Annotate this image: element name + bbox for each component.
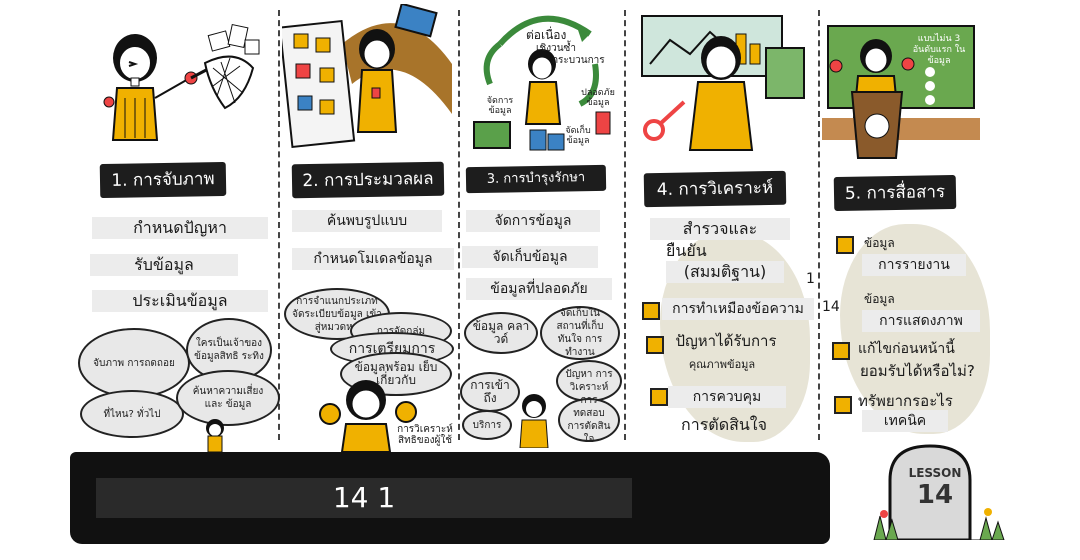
person-with-charts-illustration	[641, 15, 805, 151]
stage-title-communicate: 5. การสื่อสาร	[833, 174, 957, 212]
checkbox-icon	[642, 302, 660, 320]
item-fix-previous: แก้ไขก่อนหน้านี้	[858, 341, 955, 357]
speech-bubble: การเข้าถึง	[460, 372, 520, 412]
cycle-arrows-illustration	[473, 15, 611, 151]
item-define-problem: กำหนดปัญหา	[92, 217, 268, 239]
speech-bubble: ปัญหา การวิเคราะห์	[556, 360, 622, 402]
cycle-label-iterative: เชิงวนซ้ำ	[536, 43, 576, 54]
cycle-label-continuous: ต่อเนื่อง	[526, 28, 567, 42]
person-with-net-illustration	[103, 23, 260, 141]
small-person-illustration	[519, 394, 549, 448]
person-with-gloves-illustration	[319, 380, 417, 452]
stage-title-capture: 1. การจับภาพ	[99, 161, 227, 199]
speech-bubble: ค้นหาความเสี่ยงและ ข้อมูล	[176, 370, 280, 426]
item-reporting: การรายงาน	[862, 254, 966, 276]
item-secure-data: ข้อมูลที่ปลอดภัย	[466, 278, 612, 300]
column-divider	[278, 10, 280, 440]
item-text-mining: การทำเหมืองข้อความ	[662, 298, 814, 320]
item-acceptable: ยอมรับได้หรือไม่?	[860, 362, 975, 380]
caption-analysis-user-rights: การวิเคราะห์ สิทธิของผู้ใช้	[397, 424, 453, 446]
tombstone-line1: LESSON	[908, 466, 962, 480]
item-data-1: ข้อมูล	[864, 236, 895, 250]
stage-title-analyze: 4. การวิเคราะห์	[643, 170, 787, 208]
board-title: แบบไม่น 3 อันดับแรก ในข้อมูล	[912, 34, 966, 66]
side-label-manage: จัดการ ข้อมูล	[486, 96, 514, 116]
item-define-data-model: กำหนดโมเดลข้อมูล	[292, 248, 454, 270]
checkbox-icon	[646, 336, 664, 354]
person-with-board-illustration	[282, 4, 452, 149]
marker-14: 14	[822, 299, 840, 315]
item-confirm: ยืนยัน	[666, 241, 707, 260]
item-discover-patterns: ค้นพบรูปแบบ	[292, 210, 442, 232]
person-presenting-illustration	[822, 25, 980, 159]
checkbox-icon	[834, 396, 852, 414]
column-divider	[624, 10, 626, 440]
item-explore: สำรวจและ	[650, 218, 790, 240]
item-evaluate-data: ประเมินข้อมูล	[92, 290, 268, 312]
item-what-resources: ทรัพยากรอะไร	[858, 392, 953, 410]
item-hypothesis: (สมมติฐาน)	[666, 261, 784, 283]
speech-bubble: ที่ไหน? ทั่วไป	[80, 390, 184, 438]
column-divider	[458, 10, 460, 440]
stage-title-process: 2. การประมวลผล	[291, 161, 445, 199]
checkbox-icon	[650, 388, 668, 406]
item-decision: การตัดสินใจ	[681, 415, 767, 434]
speech-bubble: การทดสอบ การตัดสินใจ	[558, 395, 620, 445]
tombstone-line2: 14	[916, 480, 954, 510]
side-label-store: จัดเก็บ ข้อมูล	[565, 126, 591, 146]
item-control: การควบคุม	[668, 386, 786, 408]
checkbox-icon	[836, 236, 854, 254]
item-data-quality: คุณภาพข้อมูล	[688, 358, 756, 371]
speech-bubble: จับภาพ การถดถอย	[78, 328, 190, 398]
side-label-secure: ปลอดภัย ข้อมูล	[581, 88, 615, 108]
item-get-data: รับข้อมูล	[90, 254, 238, 276]
checkbox-icon	[832, 342, 850, 360]
marker-1: 1	[806, 271, 815, 287]
item-manage-data: จัดการข้อมูล	[466, 210, 600, 232]
bottom-label: 14 1	[96, 478, 632, 518]
item-technique: เทคนิค	[862, 410, 948, 432]
item-data-2: ข้อมูล	[864, 292, 895, 306]
speech-bubble: จัดเก็บใน สถานที่เก็บทันใจ การทำงาน	[540, 306, 620, 360]
small-person-illustration	[206, 419, 224, 452]
column-divider	[818, 10, 820, 440]
item-visualization: การแสดงภาพ	[862, 310, 980, 332]
stage-title-maintain: 3. การบำรุงรักษา	[465, 164, 607, 194]
item-problem-received: ปัญหาได้รับการ	[675, 332, 777, 350]
speech-bubble: ข้อมูล คลาวด์	[464, 312, 538, 354]
speech-bubble: บริการ	[462, 410, 512, 440]
lesson-tombstone-illustration	[873, 444, 1005, 540]
cycle-label-process: กระบวนการ	[552, 55, 605, 66]
item-store-data: จัดเก็บข้อมูล	[462, 246, 598, 268]
